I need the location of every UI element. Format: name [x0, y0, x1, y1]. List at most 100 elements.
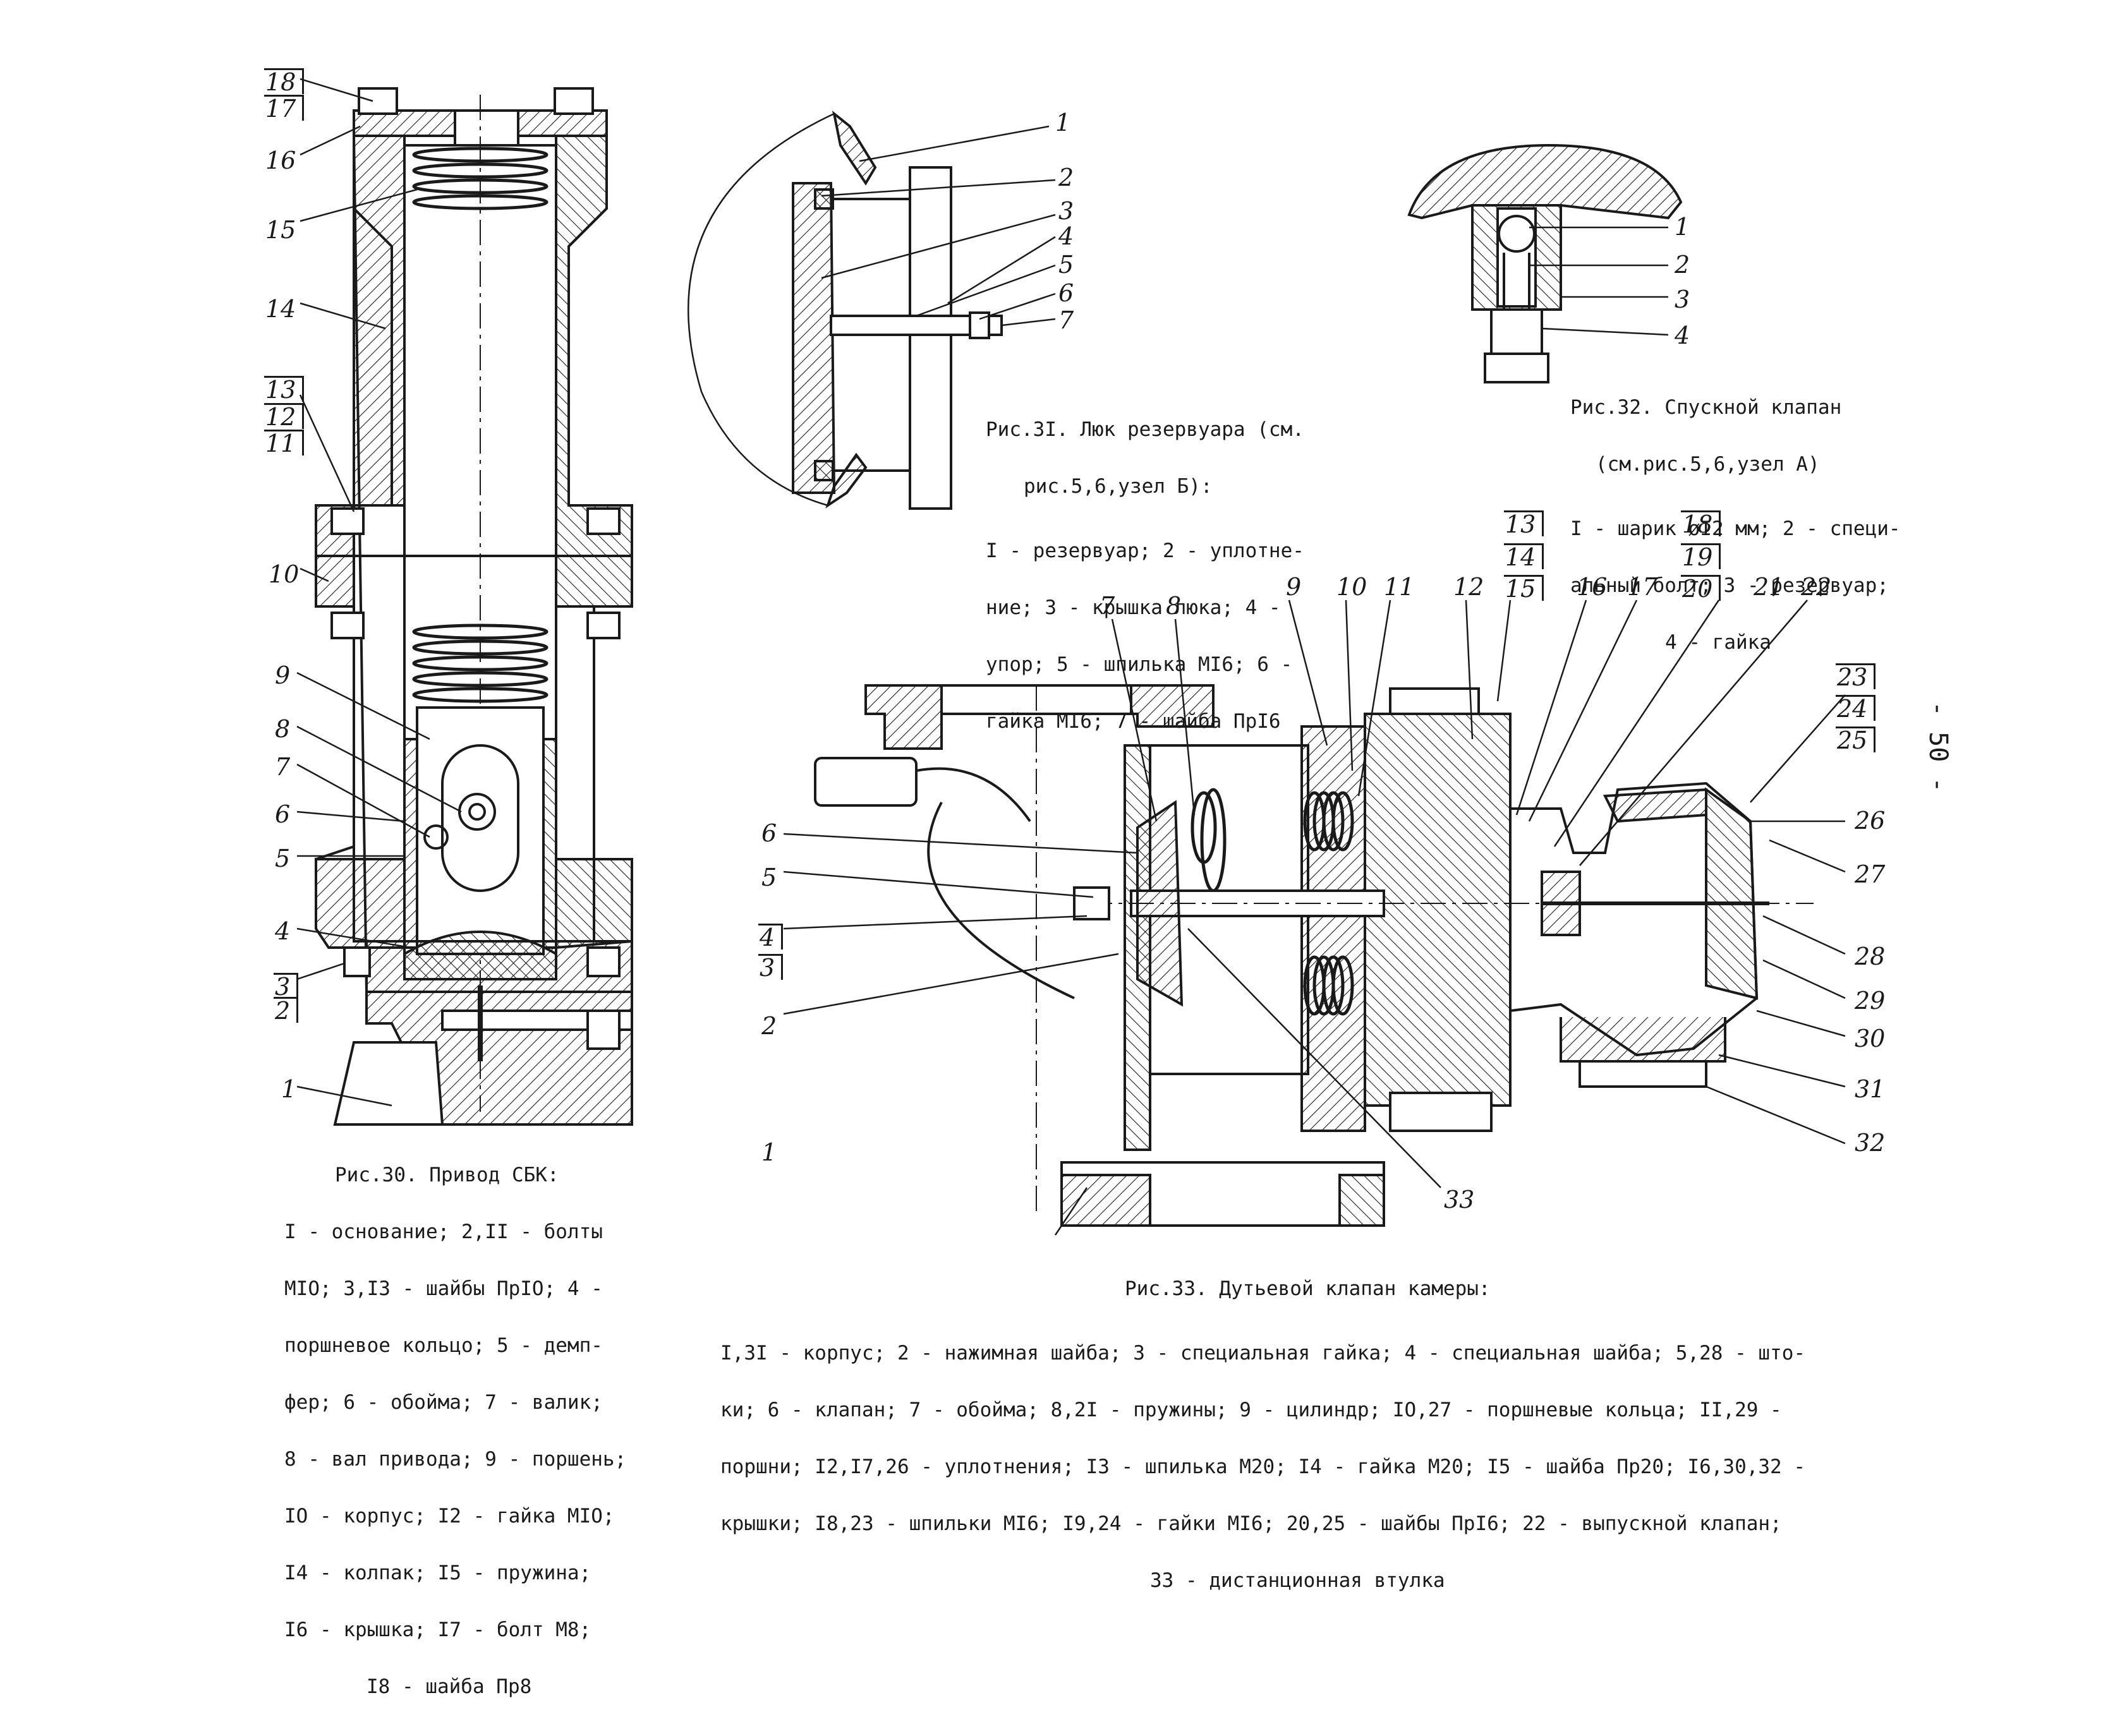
- fig32-callout: 3: [1675, 286, 1690, 313]
- fig31-line: рис.5,6,узел Б):: [1024, 475, 1213, 498]
- fig32-line: (см.рис.5,6,узел А): [1596, 453, 1820, 476]
- fig33-callout: 23: [1836, 663, 1876, 689]
- fig30-line: IO - корпус; I2 - гайка MIO;: [284, 1505, 615, 1528]
- fig30-line: MIO; 3,I3 - шайбы ПрIO; 4 -: [284, 1277, 603, 1300]
- fig33-callout: 1: [761, 1138, 777, 1166]
- fig33-line: поршни; I2,I7,26 - уплотнения; I3 - шпил…: [720, 1456, 1806, 1478]
- fig31-callout: 3: [1058, 197, 1074, 225]
- fig32-line: альный болт; 3 - резервуар;: [1570, 574, 1889, 597]
- fig31-callout: 1: [1055, 109, 1071, 136]
- fig33-callout: 14: [1504, 543, 1544, 569]
- document-page: 18 17 16 15 14 13 12 11 10 9 8 7 6 5 4 3…: [264, 68, 1953, 1697]
- fig30-callout: 18: [264, 68, 305, 94]
- fig30-callout: 11: [264, 430, 305, 455]
- fig32-callout: 2: [1675, 251, 1690, 279]
- fig31-line: ние; 3 - крышка люка; 4 -: [986, 596, 1281, 619]
- fig33-callout: 26: [1855, 807, 1886, 835]
- fig33-callout: 2: [761, 1012, 777, 1040]
- fig33-line: 33 - дистанционная втулка: [1150, 1569, 1445, 1592]
- fig33-callout: 17: [1627, 573, 1658, 601]
- fig31-callout: 6: [1058, 279, 1074, 307]
- fig32-line: I - шарик øI2 мм; 2 - специ-: [1570, 517, 1901, 540]
- fig33-callout: 7: [1100, 592, 1115, 620]
- fig30-line: 8 - вал привода; 9 - поршень;: [284, 1448, 627, 1471]
- fig31-callout: 2: [1058, 164, 1074, 191]
- fig32-callout: 4: [1675, 322, 1690, 349]
- fig33-callout: 11: [1384, 573, 1415, 601]
- fig33-callout: 16: [1577, 573, 1608, 601]
- fig30-line: поршневое кольцо; 5 - демп-: [284, 1334, 603, 1357]
- fig31-callout: 5: [1058, 251, 1074, 279]
- fig30-callout: 4: [275, 917, 291, 945]
- fig30-callout: 17: [264, 95, 305, 121]
- fig30-drawing: [296, 78, 633, 1126]
- fig31-line: гайка MI6; 7 - шайба ПрI6: [986, 710, 1281, 733]
- fig31-line: I - резервуар; 2 - уплотне-: [986, 539, 1304, 562]
- fig33-callout: 30: [1855, 1025, 1886, 1052]
- fig30-title: Рис.30. Привод СБК:: [335, 1164, 559, 1186]
- fig30-callout: 1: [281, 1075, 297, 1103]
- fig32-caption: Рис.32. Спускной клапан (см.рис.5,6,узел…: [1570, 360, 1901, 690]
- fig33-callout: 24: [1836, 695, 1876, 721]
- fig30-callout: 12: [264, 403, 305, 429]
- fig31-callout: 7: [1058, 306, 1074, 334]
- fig31-callout: 4: [1058, 222, 1074, 250]
- fig30-callout: 14: [265, 295, 296, 323]
- fig32-line: 4 - гайка: [1665, 631, 1771, 654]
- fig33-callout: 31: [1855, 1075, 1886, 1103]
- technical-drawings: [296, 78, 1846, 1236]
- fig30-callout: 7: [275, 753, 291, 781]
- fig31-drawing: [688, 111, 1056, 510]
- fig33-callout: 32: [1855, 1129, 1886, 1157]
- fig33-callout: 29: [1855, 987, 1886, 1015]
- fig33-callout: 27: [1855, 860, 1886, 888]
- fig33-line: I,3I - корпус; 2 - нажимная шайба; 3 - с…: [720, 1342, 1806, 1365]
- fig30-line: I8 - шайба Пр8: [367, 1675, 532, 1698]
- fig33-callout: 3: [758, 954, 784, 980]
- fig30-callout: 10: [269, 560, 300, 588]
- fig33-callout: 33: [1444, 1186, 1475, 1214]
- fig33-callout: 25: [1836, 726, 1876, 752]
- fig30-line: фер; 6 - обойма; 7 - валик;: [284, 1391, 603, 1414]
- fig30-callout: 5: [275, 845, 291, 872]
- fig33-callout: 4: [758, 924, 784, 949]
- fig30-caption: Рис.30. Привод СБК: I - основание; 2,II …: [284, 1128, 626, 1734]
- fig33-callout: 28: [1855, 943, 1886, 970]
- fig33-callout: 8: [1166, 592, 1182, 620]
- fig33-line: крышки; I8,23 - шпильки MI6; I9,24 - гай…: [720, 1512, 1782, 1535]
- fig33-callout: 22: [1801, 573, 1832, 601]
- fig30-callout: 6: [275, 800, 291, 828]
- fig30-callout: 13: [264, 376, 305, 402]
- fig32-title: Рис.32. Спускной клапан: [1570, 396, 1842, 419]
- fig33-callout: 10: [1336, 573, 1367, 601]
- fig33-title: Рис.33. Дутьевой клапан камеры:: [1125, 1277, 1491, 1300]
- fig30-callout: 16: [265, 147, 296, 174]
- fig33-callout: 20: [1681, 575, 1721, 601]
- fig33-drawing: [783, 600, 1846, 1236]
- page-number: - 50 -: [1924, 701, 1953, 793]
- fig33-callout: 13: [1504, 510, 1544, 536]
- fig31-line: упор; 5 - шпилька MI6; 6 -: [986, 653, 1293, 676]
- fig33-callout: 19: [1681, 543, 1721, 569]
- fig31-title: Рис.3I. Люк резервуара (см.: [986, 418, 1304, 441]
- fig30-callout: 3: [274, 973, 299, 999]
- fig30-callout: 9: [275, 661, 291, 689]
- fig30-line: I6 - крышка; I7 - болт M8;: [284, 1618, 591, 1641]
- fig33-callout: 21: [1754, 573, 1785, 601]
- fig32-drawing: [1407, 143, 1683, 383]
- fig33-callout: 12: [1453, 573, 1484, 601]
- fig33-caption: Рис.33. Дутьевой клапан камеры: I,3I - к…: [720, 1241, 1805, 1628]
- fig33-line: ки; 6 - клапан; 7 - обойма; 8,2I - пружи…: [720, 1399, 1782, 1421]
- fig30-line: I - основание; 2,II - болты: [284, 1221, 603, 1243]
- fig30-callout: 15: [265, 216, 296, 244]
- fig30-callout: 2: [274, 997, 299, 1023]
- fig30-line: I4 - колпак; I5 - пружина;: [284, 1562, 591, 1584]
- fig31-caption: Рис.3I. Люк резервуара (см. рис.5,6,узел…: [986, 382, 1304, 769]
- fig33-callout: 9: [1286, 573, 1302, 601]
- fig33-callout: 6: [761, 819, 777, 847]
- fig33-callout: 18: [1681, 510, 1721, 536]
- fig30-callout: 8: [275, 715, 291, 743]
- fig33-callout: 5: [761, 864, 777, 891]
- fig32-callout: 1: [1675, 213, 1690, 241]
- fig33-callout: 15: [1504, 575, 1544, 601]
